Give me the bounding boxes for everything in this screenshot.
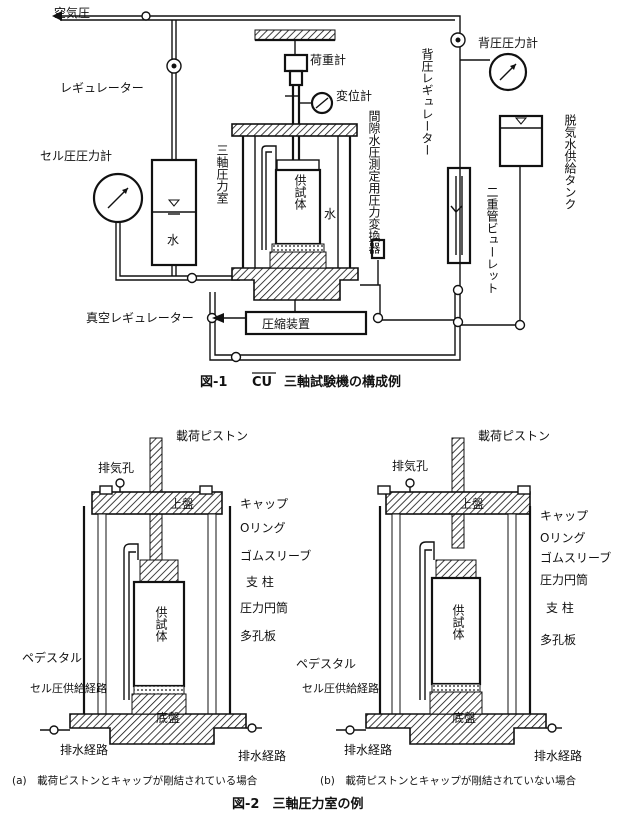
label-cell-pressure-gauge: セル圧圧力計	[40, 148, 112, 163]
label-2a-pedestal: ペデスタル	[22, 650, 82, 665]
label-2a-specimen: 供試体	[154, 606, 168, 643]
label-load-cell: 荷重計	[310, 52, 346, 67]
label-2b-pedestal: ペデスタル	[296, 656, 356, 671]
vacuum-arrow-icon	[212, 313, 224, 323]
label-double-burette: 二重管ビューレット	[485, 186, 499, 294]
label-2a-piston: 載荷ピストン	[176, 429, 248, 443]
label-specimen-fig1: 供試体	[293, 174, 307, 211]
label-2a-drain-left: 排水経路	[60, 742, 108, 757]
label-2a-top-plate: 上盤	[170, 497, 194, 511]
label-water-tank: 水	[167, 233, 179, 247]
label-vacuum-regulator: 真空レギュレーター	[86, 311, 194, 325]
label-displacement-gauge: 変位計	[336, 88, 372, 103]
label-2b-cap: キャップ	[540, 509, 588, 523]
figure-1: 空気圧 レギュレーター 荷重計 変位計 三軸圧力室 間隙水圧測定用圧力変換器 背…	[40, 5, 577, 390]
label-2b-column: 支 柱	[546, 600, 574, 615]
label-deaired-water-tank: 脱気水供給タンク	[563, 113, 577, 210]
figure2b-caption: (b) 載荷ピストンとキャップが剛結されていない場合	[320, 774, 577, 787]
label-2a-cell-supply: セル圧供給経路	[30, 681, 107, 695]
figure1-caption-rest: 三軸試験機の構成例	[284, 374, 401, 390]
figure1-caption-prefix: 図-1	[200, 375, 227, 390]
air-arrow-icon	[52, 11, 62, 21]
load-frame	[254, 29, 336, 160]
label-2a-rubber-sleeve: ゴムスリーブ	[240, 548, 311, 563]
label-water-chamber: 水	[324, 207, 336, 221]
label-2b-porous-plate: 多孔板	[540, 633, 576, 647]
label-2a-column: 支 柱	[246, 574, 274, 589]
valve-icons	[141, 11, 526, 363]
load-cell-icon	[283, 53, 309, 73]
back-pressure-gauge-icon	[488, 52, 528, 92]
label-triaxial-chamber: 三軸圧力室	[215, 144, 229, 204]
label-2a-vent: 排気孔	[98, 460, 134, 475]
deaired-water-tank	[498, 114, 544, 168]
double-burette	[446, 166, 472, 265]
cell-pressure-gauge-icon	[92, 172, 144, 224]
triaxial-chamber	[231, 123, 368, 336]
label-2b-vent: 排気孔	[392, 458, 428, 473]
label-2a-base: 底盤	[156, 710, 180, 725]
label-2b-cell-supply: セル圧供給経路	[302, 681, 379, 695]
pore-pressure-transducer-icon	[370, 238, 386, 260]
label-2a-porous-plate: 多孔板	[240, 629, 276, 643]
label-2a-cylinder: 圧力円筒	[240, 600, 288, 615]
label-2b-drain-left: 排水経路	[344, 742, 392, 757]
displacement-gauge-icon	[300, 91, 334, 115]
label-2b-top-plate: 上盤	[460, 497, 484, 511]
label-2b-specimen: 供試体	[451, 604, 465, 641]
label-2b-o-ring: Oリング	[540, 531, 585, 545]
figure-2a: 載荷ピストン 排気孔 上盤 キャップ Oリング ゴムスリーブ 支 柱 圧力円筒 …	[22, 429, 311, 763]
label-regulator: レギュレーター	[60, 81, 144, 95]
label-2a-drain-right: 排水経路	[238, 748, 286, 763]
label-2b-drain-right: 排水経路	[534, 748, 582, 763]
water-tank	[150, 158, 198, 267]
label-pore-pressure-transducer: 間隙水圧測定用圧力変換器	[367, 110, 381, 255]
figure-2b: 載荷ピストン 排気孔 上盤 キャップ Oリング ゴムスリーブ 圧力円筒 支 柱 …	[296, 429, 611, 763]
label-back-pressure-gauge: 背圧圧力計	[478, 35, 538, 50]
label-2b-rubber-sleeve: ゴムスリーブ	[540, 550, 611, 565]
figure2a-caption: (a) 載荷ピストンとキャップが剛結されている場合	[12, 774, 258, 787]
label-compression-device: 圧縮装置	[262, 316, 310, 331]
label-2a-o-ring: Oリング	[240, 521, 285, 535]
label-2b-cylinder: 圧力円筒	[540, 572, 588, 587]
label-air-pressure: 空気圧	[54, 5, 90, 20]
figure2-caption: 図-2 三軸圧力室の例	[232, 796, 363, 812]
label-2b-base: 底盤	[452, 710, 476, 725]
label-2a-cap: キャップ	[240, 497, 288, 511]
label-back-pressure-regulator: 背圧レギュレーター	[420, 48, 434, 156]
compression-device-box	[244, 310, 368, 336]
label-2b-piston: 載荷ピストン	[478, 429, 550, 443]
figure1-caption-cu: CU	[252, 375, 272, 390]
pipe-network	[60, 15, 521, 361]
